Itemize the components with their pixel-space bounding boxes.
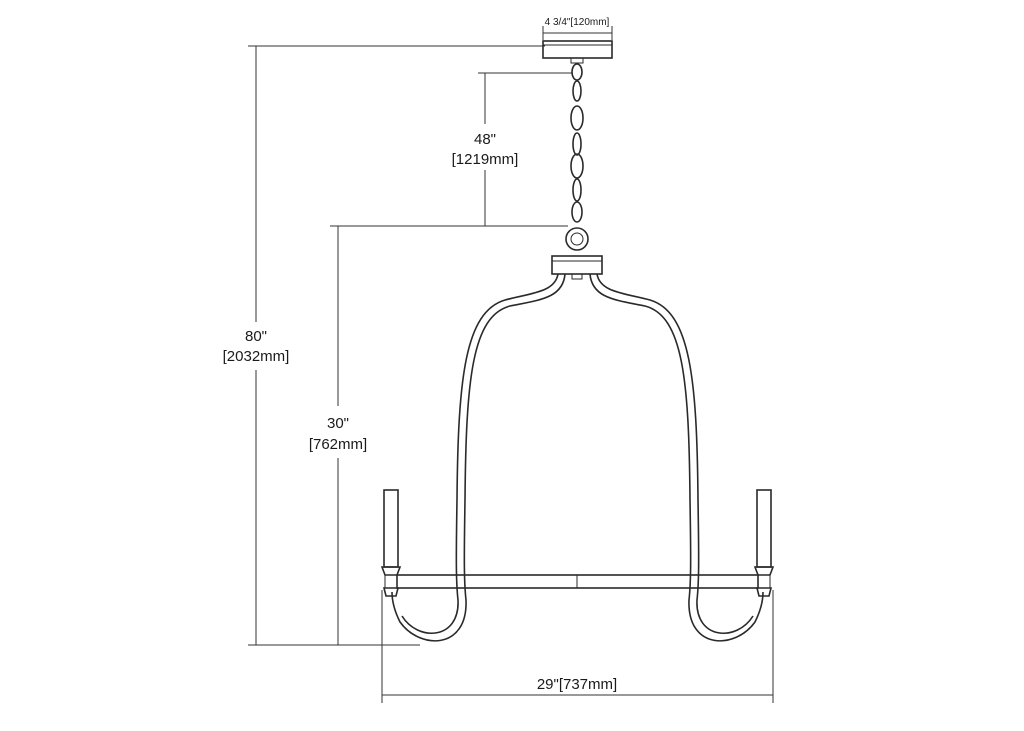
fixture-height-mm: [762mm] (309, 436, 367, 453)
fixture-frame (391, 273, 764, 642)
canopy-width-label: 4 3/4"[120mm] (545, 17, 610, 28)
chain-length-dimension: 48" [1219mm] (452, 72, 572, 226)
chain-length-mm: [1219mm] (452, 151, 519, 168)
chain (565, 63, 589, 251)
ceiling-canopy (542, 40, 613, 64)
left-candle (380, 489, 402, 597)
right-candle (753, 489, 775, 597)
canopy-width-dimension: 4 3/4"[120mm] (542, 17, 613, 40)
fixture-height-inches: 30" (327, 415, 349, 432)
fixture-top-hub (551, 255, 603, 280)
fixture-width-dimension: 29"[737mm] (381, 590, 774, 703)
overall-height-dimension: 80" [2032mm] (223, 45, 545, 646)
fixture-width-label: 29"[737mm] (537, 676, 617, 693)
overall-height-inches: 80" (245, 328, 267, 345)
chain-length-inches: 48" (474, 131, 496, 148)
crossbar (396, 574, 759, 589)
fixture-height-dimension: 30" [762mm] (309, 225, 568, 645)
overall-height-mm: [2032mm] (223, 348, 290, 365)
